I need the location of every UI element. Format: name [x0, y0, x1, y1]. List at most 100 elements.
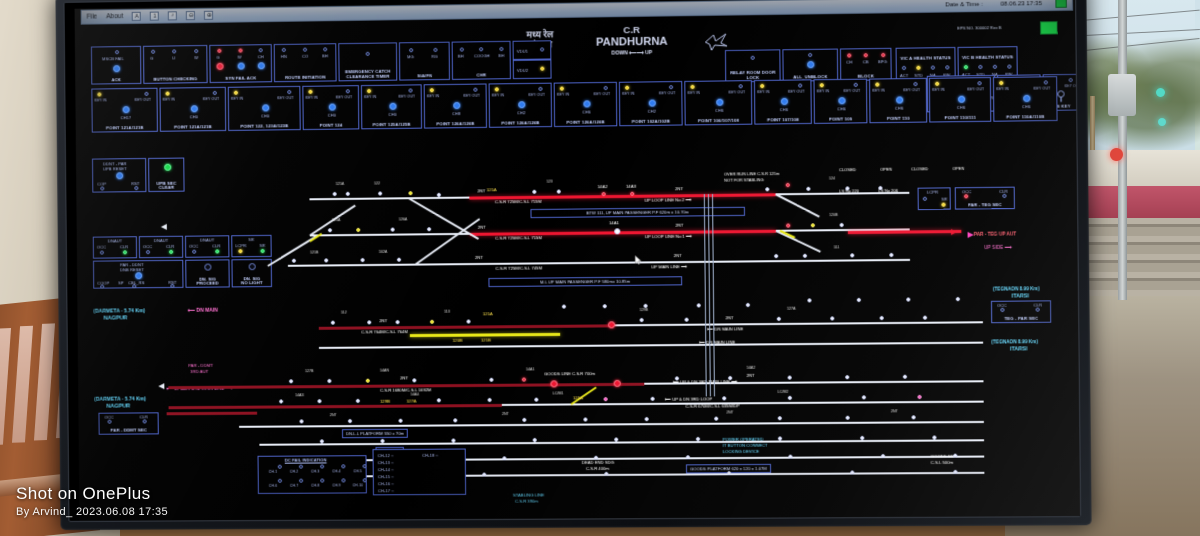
point-control-5[interactable]: KEY IN KEY OUT CH0 POINT 125A/125B	[360, 84, 423, 130]
signal-14a2[interactable]	[601, 192, 606, 197]
chip-button[interactable]	[190, 105, 198, 113]
track-3rd-lower[interactable]	[168, 403, 502, 410]
crossover-left-4[interactable]	[414, 218, 481, 266]
signal-3rd-b[interactable]	[613, 379, 621, 387]
track-signal-lamp[interactable]	[745, 302, 750, 308]
track-signal-lamp[interactable]	[955, 297, 960, 302]
track-signal-lamp[interactable]	[602, 304, 607, 309]
chip-button[interactable]	[895, 96, 903, 104]
menu-about[interactable]: About	[106, 13, 124, 21]
dnaut-block-2[interactable]: DNAUT OCC CLR	[138, 235, 184, 259]
track-signal-lamp[interactable]	[487, 397, 492, 403]
track-signal-lamp[interactable]	[332, 191, 337, 197]
track-signal-lamp[interactable]	[396, 257, 402, 262]
track-signal-lamp[interactable]	[330, 320, 335, 325]
track-signal-lamp[interactable]	[953, 469, 958, 475]
track-signal-lamp[interactable]	[299, 419, 304, 424]
chip-button[interactable]	[582, 100, 591, 108]
track-signal-lamp[interactable]	[532, 437, 537, 443]
chip-button[interactable]	[261, 104, 269, 112]
chip-button[interactable]	[957, 95, 965, 103]
chip-button[interactable]	[517, 101, 525, 109]
point-control-7[interactable]: KEY IN KEY OUT CH2 POINT 126A/126B	[488, 82, 553, 128]
track-signal-lamp[interactable]	[489, 377, 494, 382]
track-signal-lamp[interactable]	[561, 304, 567, 309]
all-unblock-panel[interactable]: ALL_UNBLOCK	[782, 48, 839, 82]
track-signal-lamp[interactable]	[845, 375, 850, 380]
track-signal-lamp[interactable]	[360, 258, 365, 263]
track-signal-lamp[interactable]	[466, 319, 471, 324]
chip-button[interactable]	[388, 102, 397, 110]
track-signal-lamp[interactable]	[324, 258, 329, 263]
track-signal-lamp[interactable]	[380, 438, 385, 444]
track-signal-lamp[interactable]	[674, 376, 680, 381]
toolbar-text-icon[interactable]: A	[132, 11, 142, 21]
par-ddnt-dnb-reset-panel[interactable]: PAR - DDNT DNB RESET COOP SP CBL_RS RST	[92, 259, 184, 289]
signal-14a3[interactable]	[630, 191, 635, 196]
syn-btn-1[interactable]	[216, 62, 224, 70]
signal-3rd-a[interactable]	[550, 380, 558, 388]
ch-list-item[interactable]: CH-18 ○	[422, 452, 439, 458]
track-signal-lamp[interactable]	[787, 375, 792, 380]
track-signal-lamp[interactable]	[806, 186, 811, 191]
syn-btn-3[interactable]	[257, 62, 265, 70]
track-signal-lamp[interactable]	[932, 435, 937, 440]
track-signal-lamp[interactable]	[289, 379, 294, 384]
track-yard-2[interactable]	[259, 439, 985, 446]
track-signal-lamp[interactable]	[398, 418, 403, 423]
track-signal-lamp[interactable]	[726, 471, 732, 476]
track-signal-lamp[interactable]	[390, 227, 395, 232]
track-signal-lamp[interactable]	[917, 394, 922, 400]
chip-button[interactable]	[648, 99, 656, 107]
track-up-loop-2-right[interactable]	[775, 191, 910, 196]
track-signal-lamp[interactable]	[451, 438, 456, 443]
track-signal-lamp[interactable]	[728, 376, 733, 381]
track-signal-lamp[interactable]	[521, 377, 527, 382]
track-signal-lamp[interactable]	[685, 455, 690, 460]
emergency-catch-timer-panel[interactable]: EMERGENCY CATCH CLEARANCE TIMER	[338, 42, 398, 82]
par-coop-lamp[interactable]	[100, 284, 105, 289]
syn-btn-2[interactable]	[237, 62, 245, 70]
point-control-13[interactable]: KEY IN KEY OUT CH6 POINT 110	[869, 77, 928, 124]
menu-file[interactable]: File	[86, 13, 98, 21]
track-signal-lamp[interactable]	[412, 378, 417, 383]
application-menubar[interactable]: File About A 1 ⌕ ⊖ ⊕ Date & Time : 08.06…	[80, 0, 1074, 25]
track-signal-lamp[interactable]	[807, 298, 812, 303]
track-signal-lamp[interactable]	[902, 374, 908, 379]
ch-list-item[interactable]: CH-16 ○	[377, 481, 394, 487]
dnaut-block-1[interactable]: DNAUT OCC CLR	[92, 236, 138, 259]
mscb-ack-button[interactable]	[113, 65, 121, 73]
ch-list-item[interactable]: CH-12 ○	[377, 452, 394, 459]
track-dn-main-lower[interactable]	[318, 341, 984, 349]
upb-cop-lamp[interactable]	[100, 186, 105, 191]
point-control-9[interactable]: KEY IN KEY OUT CH2 POINT 102A/102B	[618, 80, 683, 127]
track-signal-lamp[interactable]	[787, 395, 792, 400]
track-signal-lamp[interactable]	[644, 417, 649, 422]
syn-fail-ack-panel[interactable]: G W CH SYN FAIL ACK	[209, 44, 273, 84]
track-signal-lamp[interactable]	[534, 397, 539, 402]
par-rst-lamp[interactable]	[170, 283, 175, 288]
point-control-10[interactable]: KEY IN KEY OUT CH6 POINT 106/107/108	[684, 80, 753, 126]
relay-room-door-lock-panel[interactable]: RELAY ROOM DOOR LOCK	[724, 49, 781, 83]
track-signal-lamp[interactable]	[532, 189, 537, 194]
track-signal-lamp[interactable]	[850, 253, 855, 258]
point-control-11[interactable]: KEY IN KEY OUT CH6 POINT 107/108	[753, 79, 812, 125]
zoom-out-icon[interactable]: ⊖	[186, 11, 196, 21]
track-signal-lamp[interactable]	[839, 222, 844, 228]
track-signal-lamp[interactable]	[785, 182, 790, 188]
track-up-loop-2-left[interactable]	[309, 196, 470, 201]
mscb-fail-panel[interactable]: MSCB FAIL ACK	[90, 45, 142, 85]
track-signal-lamp[interactable]	[319, 439, 324, 444]
track-signal-lamp[interactable]	[556, 189, 561, 194]
point-control-15[interactable]: KEY IN KEY OUT CH6 POINT 110A/110B	[992, 76, 1058, 122]
track-signal-lamp[interactable]	[327, 228, 333, 233]
track-signal-lamp[interactable]	[850, 470, 855, 475]
track-signal-lamp[interactable]	[604, 471, 609, 476]
track-signal-lamp[interactable]	[522, 417, 527, 422]
block-panel[interactable]: CH CB BPG BLOCK	[839, 47, 892, 81]
signal-dn-main[interactable]	[607, 321, 616, 329]
route-initiation-panel[interactable]: HN CO BH ROUTE INITIATION	[273, 43, 337, 83]
point-control-3[interactable]: KEY IN KEY OUT CH0 POINT 122, 123A/123B	[227, 85, 301, 131]
sr-block[interactable]: SR LCPR SR	[231, 234, 272, 258]
track-signal-lamp[interactable]	[802, 253, 808, 258]
